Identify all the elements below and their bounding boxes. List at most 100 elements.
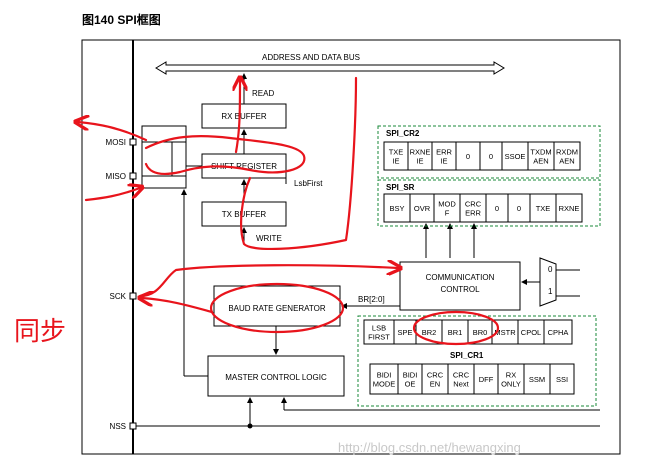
cr2-cell [407, 141, 433, 171]
sr-cell-label: TXE [536, 204, 551, 213]
cr1-bottom-cell-label: EN [430, 380, 440, 389]
cr1-top-cell-label: LSB [372, 324, 386, 333]
cr1-bottom-cell-label: Next [453, 380, 469, 389]
lsbfirst-label: LsbFirst [294, 179, 323, 188]
cr1-bottom-cell-label: CRC [427, 371, 444, 380]
pin-miso: MISO [106, 172, 137, 181]
read-label: READ [252, 89, 274, 98]
mux-0-label: 0 [548, 265, 553, 274]
figure-title: 图140 SPI框图 [82, 12, 161, 27]
cr1-bottom-cell-label: CRC [453, 371, 470, 380]
baud-rate-generator-block: BAUD RATE GENERATOR [213, 285, 341, 327]
sr-cell [459, 193, 487, 223]
cr2-cell-label: IE [392, 157, 399, 166]
cr2-cell-label: TXDM [530, 148, 551, 157]
cr2-cell [501, 141, 529, 171]
cr1-bottom-cell [473, 363, 499, 395]
cr1-bottom-cell-label: OE [405, 380, 416, 389]
tx-buffer-label: TX BUFFER [222, 210, 267, 219]
cr2-cell-label: TXE [389, 148, 404, 157]
io-switch-block [141, 125, 202, 189]
sync-annotation: 同步 [14, 317, 66, 347]
pin-sck-label: SCK [110, 292, 127, 301]
sr-cell-label: 0 [495, 204, 499, 213]
clock-mux: 0 1 [539, 257, 557, 307]
sr-cell-label: ERR [465, 209, 481, 218]
cr1-top-cell [467, 319, 493, 345]
sr-cell-label: RXNE [559, 204, 580, 213]
cr2-cell-label: 0 [489, 152, 493, 161]
cr2-cell [383, 141, 409, 171]
cr1-top-cell [517, 319, 545, 345]
cr1-top-cell-label: CPHA [548, 328, 569, 337]
cr2-cell [455, 141, 481, 171]
cr1-bottom-cell-label: ONLY [501, 380, 521, 389]
cr2-cell-label: AEN [559, 157, 574, 166]
pin-miso-label: MISO [106, 172, 126, 181]
cr2-cell [553, 141, 581, 171]
master-control-logic-block: MASTER CONTROL LOGIC [207, 355, 345, 397]
cr1-bottom-cell [447, 363, 475, 395]
spi-cr2-label: SPI_CR2 [386, 129, 420, 138]
comm-control-label-1: COMMUNICATION [426, 273, 495, 282]
cr1-bottom-cell [397, 363, 423, 395]
cr2-cell-label: 0 [466, 152, 470, 161]
cr1-bottom-cell [523, 363, 551, 395]
cr1-bottom-cell [549, 363, 575, 395]
cr1-top-cell-label: CPOL [521, 328, 541, 337]
red-annotations: 同步 [14, 78, 500, 347]
sr-cell-label: 0 [517, 204, 521, 213]
rx-buffer-block: RX BUFFER [201, 103, 287, 129]
cr2-cell [431, 141, 457, 171]
address-data-bus: ADDRESS AND DATA BUS [155, 53, 505, 75]
cr1-bottom-cell-label: MODE [373, 380, 396, 389]
pin-nss-label: NSS [110, 422, 126, 431]
tx-buffer-block: TX BUFFER [201, 201, 287, 227]
cr2-cell-label: IE [440, 157, 447, 166]
watermark: http://blog.csdn.net/hewangxing [338, 440, 521, 455]
shift-register-label: SHIFT REGISTER [211, 162, 277, 171]
baud-rate-label: BAUD RATE GENERATOR [228, 304, 326, 313]
cr2-cell-label: AEN [533, 157, 548, 166]
sr-cell [529, 193, 557, 223]
cr1-bottom-cell-label: DFF [479, 375, 494, 384]
pin-mosi: MOSI [106, 138, 137, 147]
cr1-bottom-cell-label: SSI [556, 375, 568, 384]
cr1-top-cell [543, 319, 573, 345]
sr-cell-label: F [445, 209, 450, 218]
cr2-cell [527, 141, 555, 171]
sr-cell-label: OVR [414, 204, 431, 213]
cr1-bottom-cell-label: BIDI [403, 371, 418, 380]
sr-cell [409, 193, 435, 223]
br-label: BR[2:0] [358, 295, 385, 304]
sr-cell-label: CRC [465, 200, 482, 209]
rx-buffer-label: RX BUFFER [221, 112, 267, 121]
cr1-bottom-cell [421, 363, 449, 395]
write-label: WRITE [256, 234, 282, 243]
cr1-top-cell-label: BR1 [448, 328, 463, 337]
cr2-cell-label: RXNE [410, 148, 431, 157]
sr-cell-label: MOD [438, 200, 456, 209]
spi-sr-label: SPI_SR [386, 183, 415, 192]
diagram-frame [81, 39, 621, 455]
cr1-bottom-cell-label: BIDI [377, 371, 392, 380]
comm-control-label-2: CONTROL [440, 285, 480, 294]
cr2-cell-label: IE [416, 157, 423, 166]
communication-control-block: COMMUNICATION CONTROL [399, 261, 521, 311]
cr1-bottom-cell-label: RX [506, 371, 516, 380]
pin-sck: SCK [110, 292, 137, 301]
cr2-cell-label: RXDM [556, 148, 578, 157]
master-control-label: MASTER CONTROL LOGIC [225, 373, 327, 382]
cr1-top-cell-label: SPE [397, 328, 412, 337]
cr1-top-cell-label: BR2 [422, 328, 437, 337]
sr-cell-label: BSY [389, 204, 404, 213]
pin-mosi-label: MOSI [106, 138, 126, 147]
sr-cell [383, 193, 411, 223]
cr1-bottom-cell-label: SSM [529, 375, 545, 384]
cr1-top-cell-label: BR0 [473, 328, 488, 337]
cr1-bottom-cell [497, 363, 525, 395]
